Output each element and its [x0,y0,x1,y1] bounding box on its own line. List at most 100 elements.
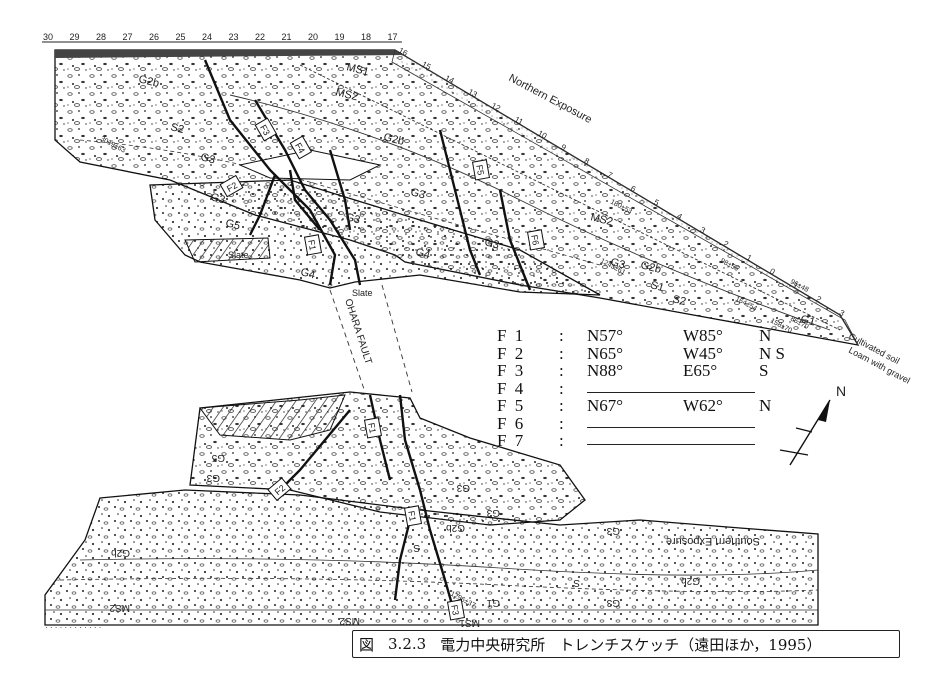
dip-direction: N [759,396,772,415]
label-slate-lower: Slate [352,288,373,298]
top-scale-tick: 24 [202,32,212,42]
strike-value: N57° [587,326,624,345]
fault-row: F 4: [497,378,827,398]
unit-label-south: G3 [456,482,470,493]
fault-tag-north: F6 [526,229,546,251]
unit-label-south: MS2 [339,615,360,626]
north-scale-tick: 8 [583,156,592,166]
fault-tag-north: F1 [303,234,323,256]
dip-direction [755,432,789,450]
unit-label-north: G1 [799,313,816,328]
separator: : [559,378,564,398]
unit-label-south: G3 [606,597,620,608]
label-southern-exposure: Southern Exposure [666,535,760,547]
ms1-boundary [299,64,841,331]
unit-label-south: G2b [681,575,700,586]
fault-traces-north [203,59,532,291]
separator: : [559,326,564,345]
separator: : [559,413,564,433]
north-scale-tick: 9 [559,142,568,152]
north-scale-tick: 2 [815,294,824,304]
fault-traces-south [279,394,457,616]
top-scale-tick: 29 [70,32,80,42]
unit-label-north: MS2 [589,211,614,228]
fault-tag-south: F2 [267,477,292,502]
north-scale-tick: 7 [606,170,615,180]
north-scale-tick: 6 [629,184,638,194]
fault-row: F 2:N65°W45°N S [497,343,827,363]
unit-label-north: G3 [409,186,426,201]
north-scale-tick: 5 [652,198,661,208]
unit-label-south: MS2 [109,602,130,613]
fault-tag-north: F2 [219,174,244,198]
svg-text:F2: F2 [225,180,239,194]
fault-tag-south: F1 [403,505,423,527]
top-scale-tick: 20 [308,32,318,42]
unit-label-north: MS1 [345,61,370,78]
unit-label-north: G3 [483,236,500,251]
top-scale-tick: 18 [361,32,371,42]
unit-label-north: G2b [137,73,160,90]
unit-label-south: G1 [486,597,500,608]
ohara-fault-zone [329,284,413,393]
caption-number: 3.2.3 [388,635,427,653]
unit-label-north: S2 [169,121,185,136]
fault-tag-south: F1 [363,417,383,439]
unit-label-north: G4 [414,246,431,261]
unit-label-south: G3 [486,507,500,518]
fault-id: F 3 [497,361,526,380]
unit-label-north: MS2 [334,86,359,103]
fault-row: F 7: [497,432,827,450]
north-scale-tick: 1' [791,280,801,291]
unit-label-north: S1 [649,279,665,294]
unit-label-north: G3 [609,256,626,271]
unit-label-north: G3 [199,151,216,166]
label-ohara-fault: OHARA FAULT [342,298,374,366]
dip-value [683,432,755,445]
svg-text:F5: F5 [474,164,486,176]
separator: : [559,396,564,415]
dip-value: E65° [683,361,718,380]
unit-label-north: G3 [344,211,361,226]
unit-label-south: G5 [211,452,225,463]
north-scale-tick: 0 [768,267,777,277]
fault-tag-north: F3 [254,117,278,142]
fault-id: F 2 [497,343,526,363]
dip-value [683,380,755,393]
dip-value: W62° [683,396,723,415]
top-scale-tick: 21 [282,32,292,42]
top-scale-tick: 25 [176,32,186,42]
fault-tag-north: F5 [471,159,491,181]
fault-id: F 5 [497,396,526,415]
top-scale-tick: 30 [43,32,53,42]
dip-direction: S [759,361,769,380]
north-scale-tick: 4 [675,211,684,221]
fault-row: F 1:N57°W85°N [497,327,827,345]
cultivated-soil-band [391,49,859,346]
svg-text:F6: F6 [529,234,541,246]
svg-text:F1: F1 [366,422,378,434]
fault-id: F 1 [497,326,526,345]
caption-title: 電力中央研究所 [440,635,546,654]
top-scale-tick: 17 [388,32,398,42]
separator: : [559,361,564,380]
unit-label-south: G2b [446,522,465,533]
strike-value: N67° [587,396,624,415]
bottom-scale: · · · · · · · · · · · · [45,623,101,632]
unit-label-north: S2 [671,293,687,308]
unit-label-south: G3 [206,472,220,483]
figure-caption: 図 3.2.3 電力中央研究所 トレンチスケッチ（遠田ほか，1995） [352,630,900,658]
ms2-boundary [229,94,831,331]
unit-label-north: G2b [639,259,662,276]
svg-text:F3: F3 [449,604,461,616]
slate-block-south [199,394,346,441]
dip-direction: N S [759,343,785,363]
svg-text:· · · · · · · · · · · ·: · · · · · · · · · · · · [45,623,101,632]
unit-label-north: G5 [224,217,241,232]
top-scale-tick: 28 [96,32,106,42]
strike-value: N65° [587,343,624,363]
strike-value: N88° [587,361,624,380]
fault-row: F 6: [497,413,827,433]
